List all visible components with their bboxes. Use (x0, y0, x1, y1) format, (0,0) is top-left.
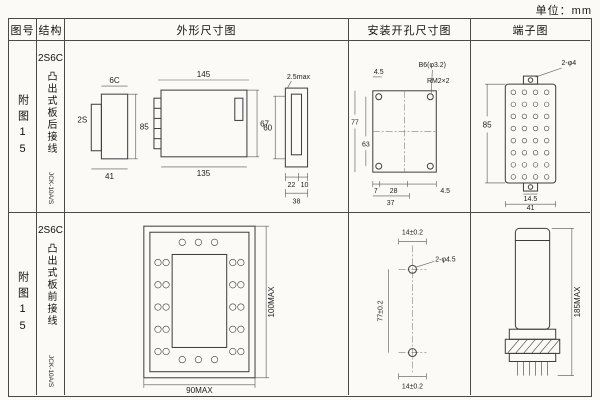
dim-37: 37 (387, 200, 395, 207)
row1-outline-cell: 6C 2S 85 41 145 135 67 2.5max 60 22 10 3… (65, 41, 349, 213)
dimension-lines (354, 69, 437, 199)
row1-outline-drawing: 6C 2S 85 41 145 135 67 2.5max 60 22 10 3… (77, 70, 310, 205)
dim-77: 77±0.2 (378, 300, 385, 321)
row2-terminal-drawing: 185MAX (504, 227, 582, 376)
dim-14-top: 14±0.2 (402, 230, 423, 237)
model-label: 2S6C (37, 53, 63, 64)
dim-6c: 6C (109, 76, 119, 85)
dimension-lines (485, 67, 562, 208)
structure-desc: 凸出式板前接线 (45, 243, 56, 327)
header-mounting: 安装开孔尺寸图 (349, 19, 471, 41)
dim-7: 7 (374, 188, 378, 195)
dim-67: 67 (260, 120, 269, 129)
dim-4-5-top: 4.5 (374, 69, 384, 76)
dimension-labels: 2-φ4 85 14.5 41 (483, 60, 577, 212)
dimension-labels: 185MAX (573, 286, 582, 317)
row1-mounting-drawing: 4.5 B6(φ3.2) RM2×2 77 63 7 28 37 4.5 (351, 62, 450, 207)
dim-2-5max: 2.5max (287, 74, 311, 81)
relay-side-view (504, 227, 561, 362)
mounting-holes (408, 264, 417, 358)
row1-terminal-cell: 2-φ4 85 14.5 41 (471, 41, 590, 213)
dim-77: 77 (351, 120, 359, 127)
row2-outline-drawing: 100MAX 90MAX (143, 225, 276, 395)
row2-mounting-drawing: 14±0.2 2-φ4.5 77±0.2 14±0.2 (378, 230, 456, 391)
row1-fig-cell: 附图15 (9, 41, 37, 213)
dim-4-5-bottom: 4.5 (440, 188, 450, 195)
dim-41: 41 (105, 172, 114, 181)
dim-14-bottom: 14±0.2 (402, 383, 423, 390)
row2-structure-cell: 2S6C 凸出式板前接线 JCK-10A/S (37, 213, 65, 395)
dim-135: 135 (197, 169, 211, 178)
dim-185max: 185MAX (573, 286, 582, 317)
dimension-lines (91, 79, 308, 198)
hatch-and-pins (507, 339, 560, 376)
dim-28: 28 (390, 188, 398, 195)
dimension-labels: 100MAX 90MAX (186, 286, 276, 395)
header-outline: 外形尺寸图 (65, 19, 349, 41)
row1-mounting-cell: 4.5 B6(φ3.2) RM2×2 77 63 7 28 37 4.5 (349, 41, 471, 213)
dimension-labels: 6C 2S 85 41 145 135 67 2.5max 60 22 10 3… (77, 70, 310, 205)
dim-hole-spec: B6(φ3.2) (419, 62, 446, 69)
dimension-lines (551, 228, 574, 376)
model-code: JCK-10A/S (47, 354, 54, 387)
dim-14-5: 14.5 (524, 196, 538, 203)
dim-10: 10 (301, 182, 309, 189)
dim-60: 60 (263, 124, 272, 133)
row2-terminal-cell: 185MAX (471, 213, 590, 395)
dim-90max: 90MAX (186, 386, 213, 395)
relay-front-view (143, 225, 256, 379)
model-code: JCK-10A/S (47, 171, 54, 204)
dim-41: 41 (527, 205, 535, 212)
dim-85: 85 (483, 121, 492, 130)
row2-fig-cell: 附图15 (9, 213, 37, 395)
header-structure: 结构 (37, 19, 65, 41)
fig-label: 附图15 (16, 93, 29, 160)
terminal-block (504, 75, 557, 192)
dim-100max: 100MAX (267, 286, 276, 318)
model-label: 2S6C (37, 225, 63, 236)
dimension-labels: 14±0.2 2-φ4.5 77±0.2 14±0.2 (378, 230, 456, 391)
unit-label: 单位：mm (535, 5, 592, 17)
row1-structure-cell: 2S6C 凸出式板后接线 JCK-10A/S (37, 41, 65, 213)
header-terminal: 端子图 (471, 19, 590, 41)
dim-2phi4-5: 2-φ4.5 (435, 256, 455, 263)
dim-145: 145 (197, 70, 211, 79)
dimension-lines (143, 225, 270, 388)
dim-63: 63 (362, 141, 370, 148)
screw-terminals (154, 238, 245, 364)
row2-mounting-cell: 14±0.2 2-φ4.5 77±0.2 14±0.2 (349, 213, 471, 395)
header-fig-no: 图号 (9, 19, 37, 41)
dim-85: 85 (140, 123, 149, 132)
dim-38: 38 (293, 198, 301, 205)
dimension-lines (388, 238, 435, 380)
terminal-holes (510, 89, 550, 180)
dim-2s: 2S (77, 115, 87, 124)
dim-2phi4: 2-φ4 (561, 60, 576, 67)
dimension-labels: 4.5 B6(φ3.2) RM2×2 77 63 7 28 37 4.5 (351, 62, 450, 207)
centerlines (372, 90, 437, 173)
structure-desc: 凸出式板后接线 (45, 71, 56, 155)
dim-22: 22 (287, 182, 295, 189)
centerlines (398, 245, 427, 373)
row1-terminal-drawing: 2-φ4 85 14.5 41 (483, 60, 577, 212)
fig-label: 附图15 (16, 271, 29, 337)
dimension-table: 图号 结构 外形尺寸图 安装开孔尺寸图 端子图 附图15 2S6C 凸出式板后接… (8, 18, 592, 397)
dim-thread-spec: RM2×2 (427, 78, 450, 85)
relay-rear-wiring-views (90, 87, 309, 168)
row2-outline-cell: 100MAX 90MAX (65, 213, 349, 395)
